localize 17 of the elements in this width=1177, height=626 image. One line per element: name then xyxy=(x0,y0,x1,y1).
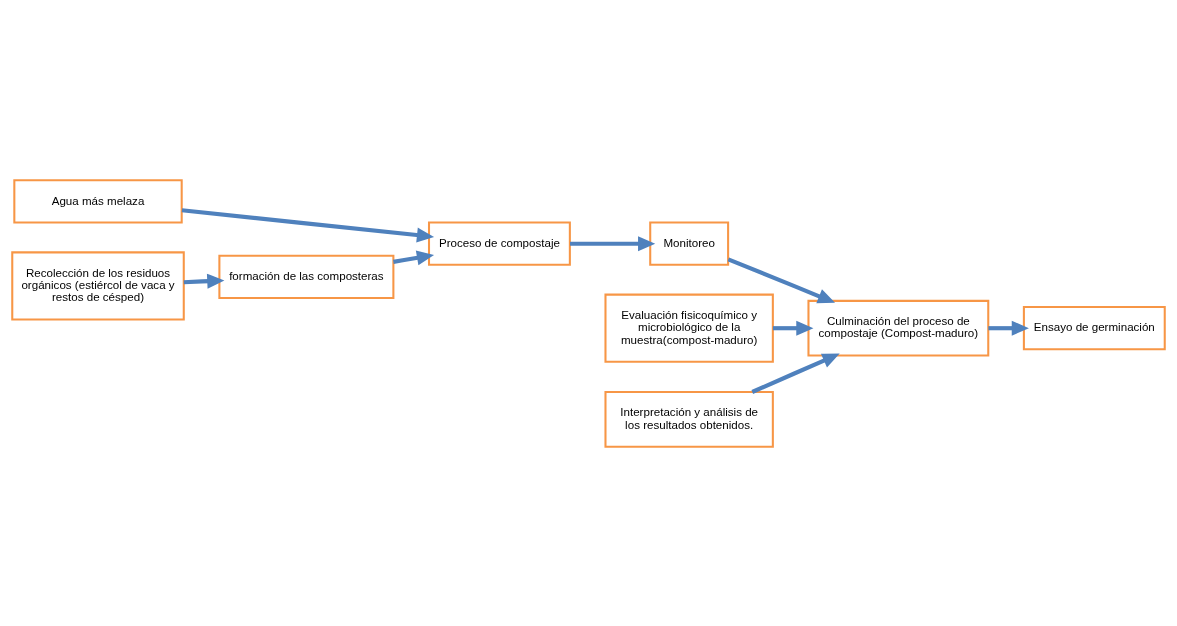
arrow xyxy=(393,249,435,265)
arrow xyxy=(751,353,840,394)
node-box: Proceso de compostaje xyxy=(427,221,571,266)
arrow xyxy=(183,273,225,289)
node-box: Agua más melaza xyxy=(13,178,183,224)
arrow xyxy=(727,256,836,303)
node-box: Recolección de los residuos orgánicos (estiércol de vaca y restos de césped) xyxy=(11,250,185,321)
arrow xyxy=(772,320,814,336)
node-box: Interpretación y análisis de los resultados obtenidos. xyxy=(604,390,774,448)
node-box: Monitoreo xyxy=(649,221,730,266)
arrow xyxy=(988,320,1029,336)
node-box: Ensayo de germinación xyxy=(1022,305,1166,350)
node-box: Culminación del proceso de compostaje (Compost-maduro) xyxy=(807,299,990,357)
arrow xyxy=(181,207,435,243)
node-box: formación de las composteras xyxy=(218,254,395,299)
arrow xyxy=(570,235,656,251)
node-box: Evaluación fisicoquímico y microbiológico de la muestra(compost-maduro) xyxy=(604,293,774,363)
